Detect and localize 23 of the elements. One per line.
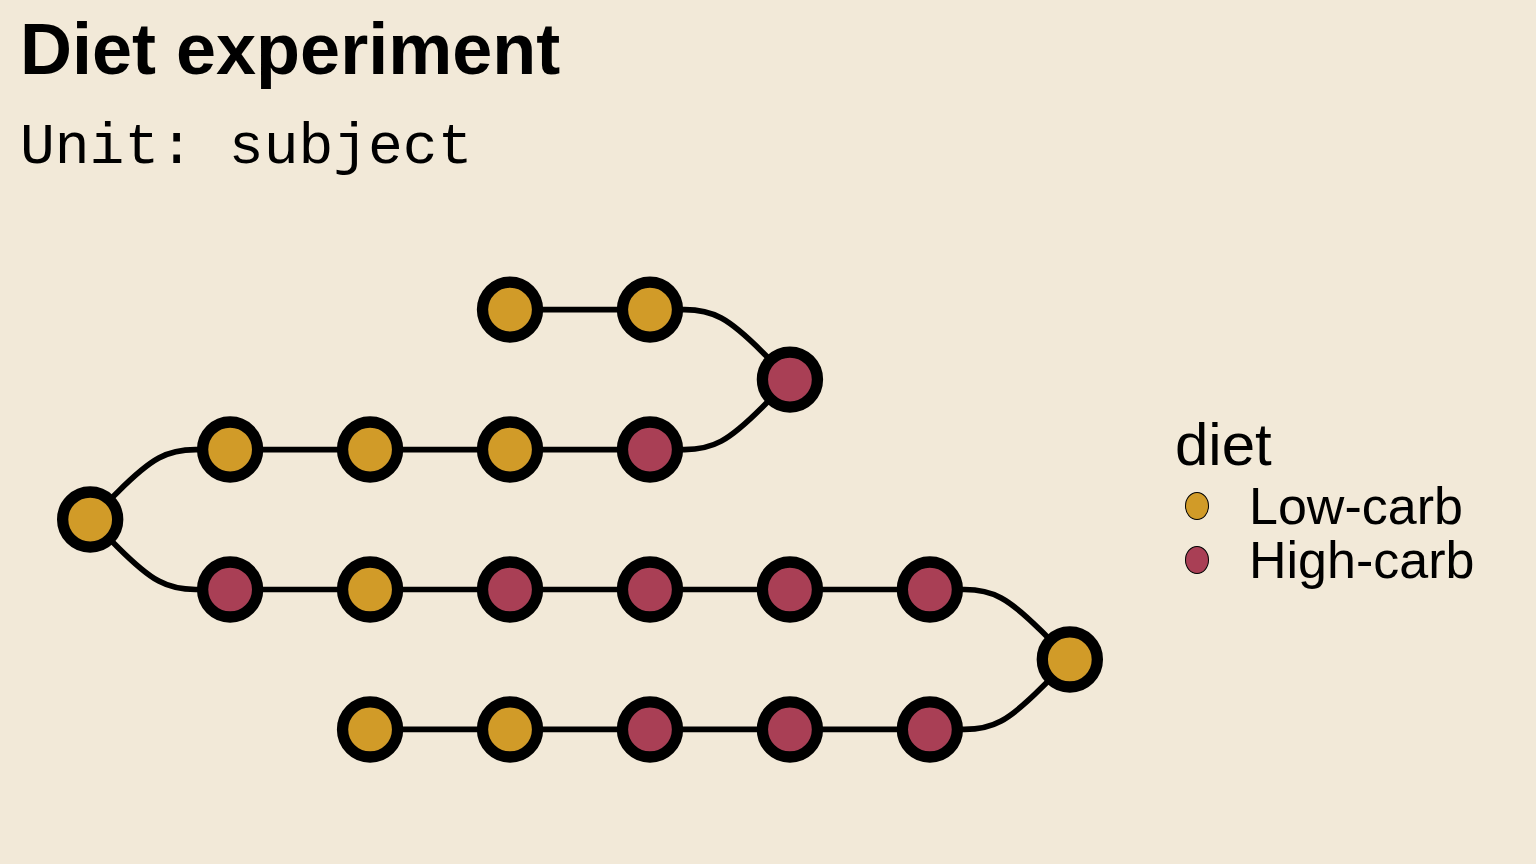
node-circle [336,556,404,624]
node-circle [476,556,544,624]
node-circle [196,416,264,484]
node-circle [616,696,684,764]
node-circle [756,556,824,624]
node-circle [756,346,824,414]
node-circle [896,556,964,624]
node-circle [476,416,544,484]
node-circle [476,696,544,764]
title: Diet experiment [20,8,561,90]
node-circle [57,486,124,554]
node-circle [336,416,404,484]
node-circle [476,276,544,344]
node-circle [756,696,824,764]
node-circle [616,556,684,624]
node-circle [336,696,404,764]
node-circle [196,556,264,624]
node-circle [1036,626,1103,694]
subtitle: Unit: subject [20,115,473,180]
legend-title: diet [1175,410,1272,479]
node-circle [616,276,684,344]
node-circle [896,696,964,764]
node-circle [616,416,684,484]
